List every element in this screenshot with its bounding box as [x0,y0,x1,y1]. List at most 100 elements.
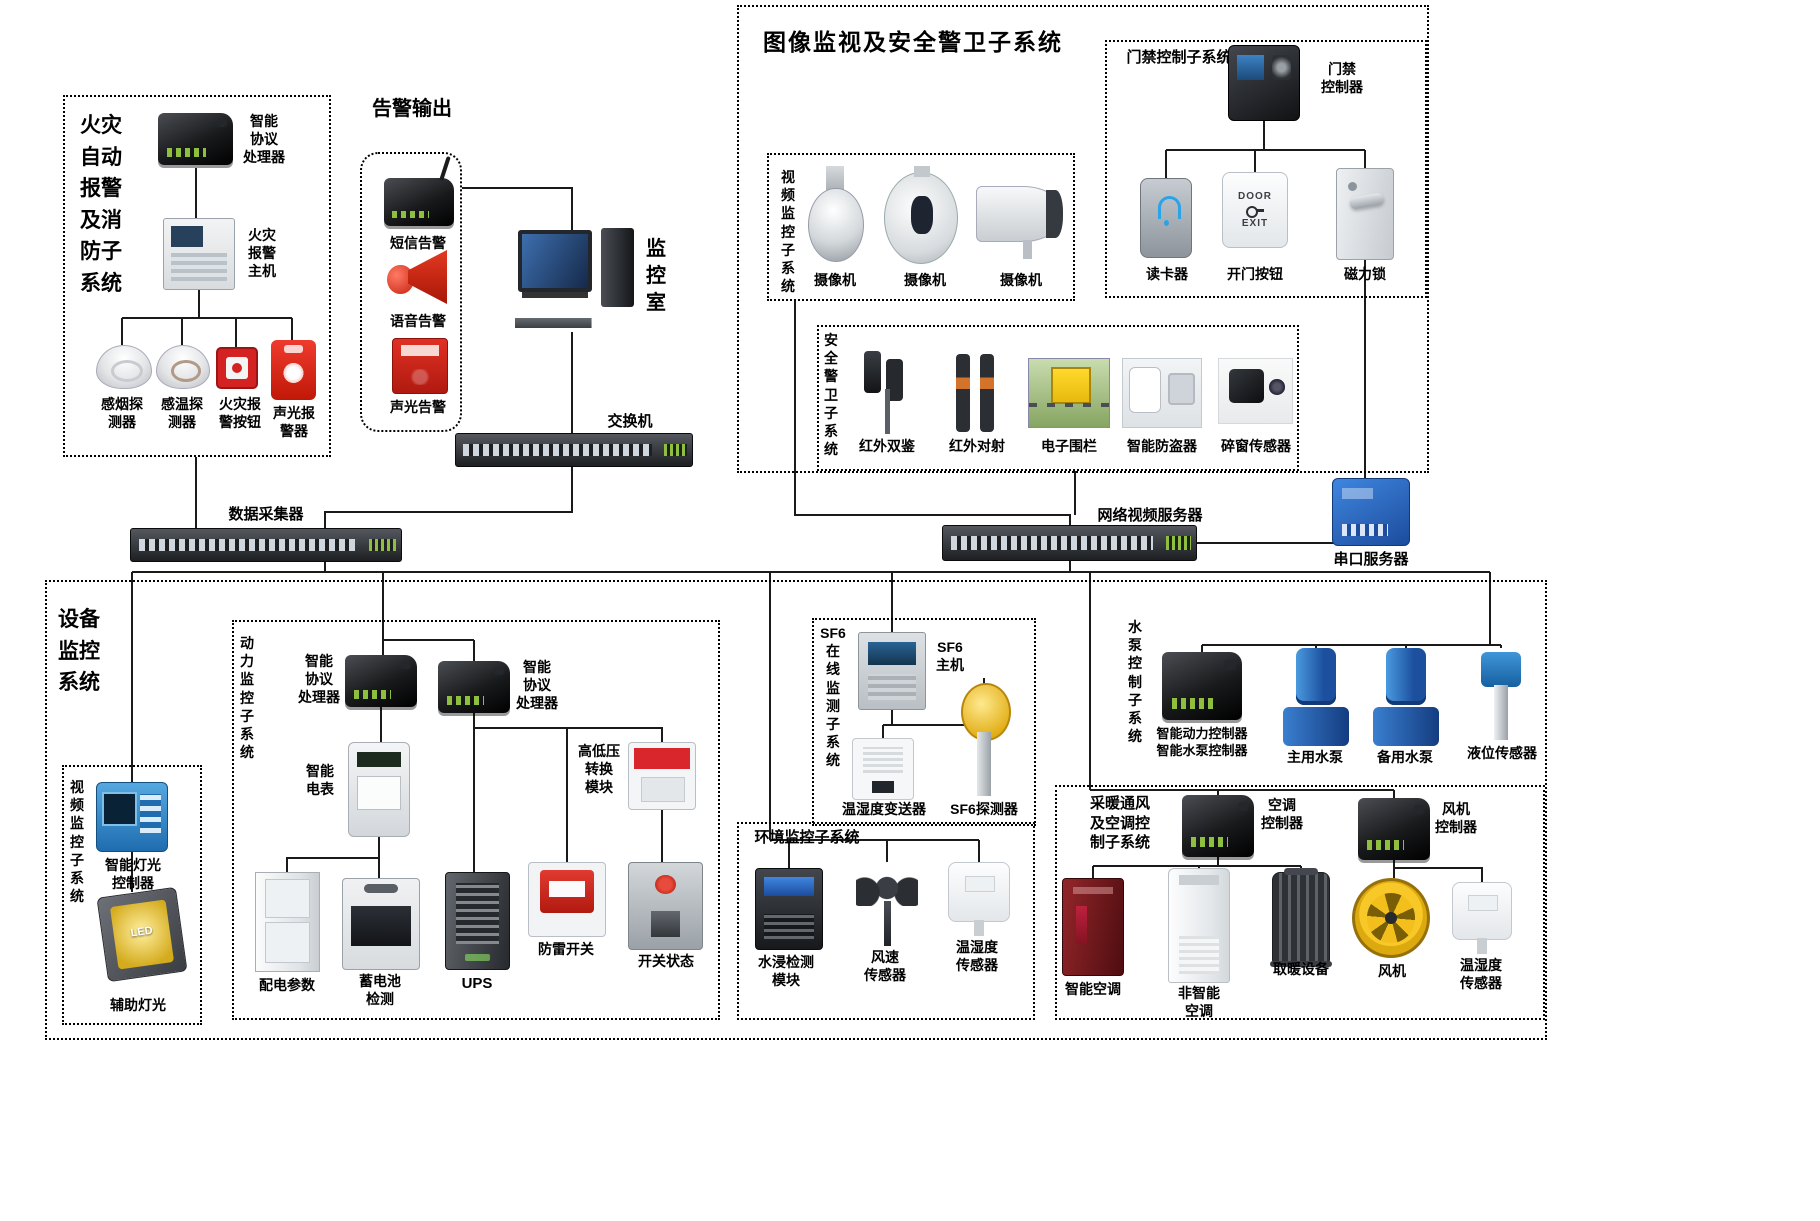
plain-ac-device [1168,868,1230,983]
access-control-box [1105,40,1427,298]
wind-sensor-label: 风速 传感器 [864,949,906,984]
hvac-th-sensor-device [1452,882,1512,954]
fire-subsystem-box [63,95,331,457]
sf6-monitoring-box [812,618,1036,826]
aux-light-label: 辅助灯光 [110,997,166,1013]
ptz-camera-device [884,165,958,264]
ir-beam-label: 红外对射 [949,438,1005,454]
sf6-host-device [858,632,926,710]
ups-device [445,872,510,970]
card-reader-label: 读卡器 [1146,266,1188,282]
ptz-camera-label: 摄像机 [904,272,946,288]
fire-alarm-host-device [163,218,235,290]
anti-theft-device [1122,358,1202,428]
image-security-title: 图像监视及安全警卫子系统 [763,29,1063,55]
security-guard-title: 安 全 警 卫 子 系 统 [824,332,838,458]
ir-beam-device [950,352,1002,434]
env-th-sensor-device [948,862,1010,937]
heater-device [1269,867,1333,967]
data-collector-device [130,528,402,562]
bullet-camera-label: 摄像机 [1000,272,1042,288]
serial-server-device [1332,478,1410,546]
hv-lv-converter-label: 高低压 转换 模块 [578,743,620,796]
fan-device [1352,878,1430,958]
smart-light-controller-label: 智能灯光 控制器 [105,857,161,892]
electronic-fence-device [1028,358,1110,428]
exit-button-door-text: DOOR [1238,191,1272,202]
pump-control-title: 水 泵 控 制 子 系 统 [1128,619,1142,745]
th-transmitter-label: 温湿度变送器 [842,801,926,817]
security-guard-box [817,325,1299,471]
fire-protocol-processor-device [158,113,233,165]
water-leak-module-label: 水浸检测 模块 [758,954,814,989]
smart-meter-device [348,742,410,837]
exit-button-label: 开门按钮 [1227,266,1283,282]
env-th-sensor-label: 温湿度 传感器 [956,939,998,974]
hv-lv-converter-device [628,742,696,810]
fan-controller-device [1358,798,1430,860]
distribution-cabinet-label: 配电参数 [259,977,315,993]
ethernet-switch-device [455,433,693,467]
battery-tester-label: 蓄电池 检测 [359,973,401,1008]
water-leak-module-device [755,868,823,950]
video-surveillance-box [767,153,1075,301]
monitoring-room-label: 监 控 室 [646,238,666,314]
equipment-monitoring-box [45,580,1547,1040]
voice-alarm-device [386,246,450,308]
fire-sounder-device [271,340,316,400]
card-reader-device [1140,178,1192,258]
main-pump-device [1282,648,1350,746]
environment-monitoring-title: 环境监控子系统 [754,829,860,846]
wind-sensor-device [852,862,922,950]
battery-tester-device [342,878,420,970]
alarm-output-title: 告警输出 [372,98,452,120]
magnetic-lock-label: 磁力锁 [1344,266,1386,282]
power-protocol-processor2-label: 智能 协议 处理器 [516,659,558,712]
network-video-server-label: 网络视频服务器 [1097,507,1203,524]
fire-call-point-label: 火灾报 警按钮 [219,396,261,431]
ir-dual-detector-label: 红外双鉴 [859,438,915,454]
video-surveillance-title: 视 频 监 控 子 系 统 [781,169,795,295]
key-icon [1246,205,1264,218]
power-monitoring-title: 动 力 监 控 子 系 统 [240,635,254,761]
ir-dual-detector-device [858,348,916,434]
exit-button-device: DOOR EXIT [1222,172,1288,248]
th-transmitter-device [852,738,914,800]
sf6-host-label: SF6 主机 [936,639,964,674]
access-controller-device [1228,45,1300,121]
bullet-camera-device [976,186,1063,260]
led-floodlight-text: LED [129,924,154,940]
ac-controller-device [1182,795,1254,857]
smart-meter-label: 智能 电表 [306,763,334,798]
backup-pump-label: 备用水泵 [1377,749,1433,765]
smart-ac-label: 智能空调 [1065,981,1121,997]
electronic-fence-label: 电子围栏 [1041,438,1097,454]
fire-subsystem-title: 火灾 自动 报警 及消 防子 系统 [80,114,122,295]
led-floodlight-device: LED [96,886,188,983]
data-collector-label: 数据采集器 [228,506,304,523]
serial-server-label: 串口服务器 [1333,551,1409,568]
network-video-server-device [942,525,1197,561]
sms-alarm-device [384,178,454,226]
alarm-output-box [360,152,462,432]
light-video-sub-title: 视 频 监 控 子 系 统 [70,779,84,905]
smart-light-controller-device [96,782,168,852]
smart-ac-device [1062,878,1124,976]
hvac-control-box [1055,785,1545,1020]
ac-controller-label: 空调 控制器 [1261,797,1303,832]
hvac-th-sensor-label: 温湿度 传感器 [1460,957,1502,992]
access-control-title: 门禁控制子系统 [1126,49,1232,66]
surge-protector-device [528,862,606,937]
level-sensor-device [1472,648,1530,740]
distribution-cabinet-device [255,872,320,972]
breaker-status-label: 开关状态 [638,953,694,969]
environment-monitoring-box [737,822,1035,1020]
fan-label: 风机 [1378,963,1406,979]
fire-alarm-host-label: 火灾 报警 主机 [248,227,276,280]
heat-detector-label: 感温探 测器 [161,396,203,431]
equipment-monitoring-title: 设备 监控 系统 [58,608,100,694]
power-protocol-processor1-label: 智能 协议 处理器 [298,653,340,706]
main-pump-label: 主用水泵 [1287,749,1343,765]
sf6-detector-label: SF6探测器 [950,801,1018,817]
